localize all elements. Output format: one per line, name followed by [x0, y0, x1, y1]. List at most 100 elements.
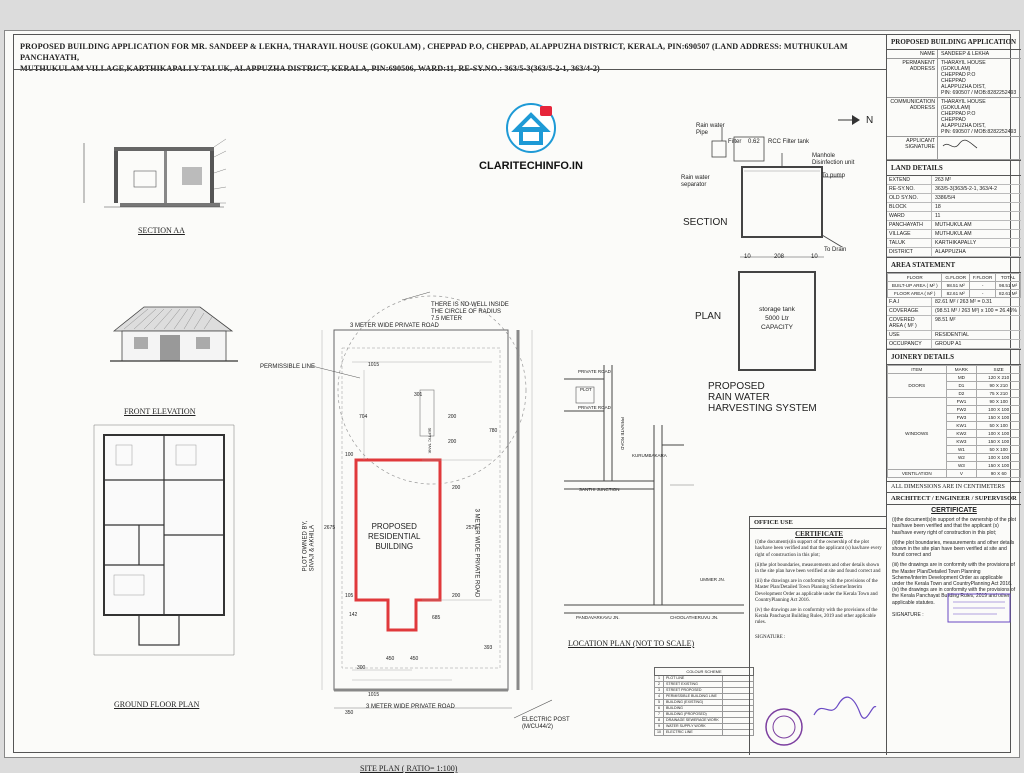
joinery-size: 120 X 210: [976, 373, 1021, 382]
dim-200-c: 200: [452, 485, 461, 491]
office-certificate: CERTIFICATE (i)the document(s)in support…: [755, 530, 883, 645]
joinery-size: 90 X 60: [976, 469, 1021, 478]
joinery-size: 150 X 100: [976, 437, 1021, 446]
joinery-size: 90 X 100: [976, 397, 1021, 406]
area-cell: BUILT-UP AREA ( M² ): [886, 281, 943, 290]
area-col-header: F.FLOOR: [968, 273, 997, 282]
colour-scheme-swatch: [722, 688, 753, 693]
dim-301: 301: [414, 392, 423, 398]
dim-208: 208: [774, 254, 785, 260]
road-top-label: 3 METER WIDE PRIVATE ROAD: [350, 323, 439, 329]
dim-142: 142: [349, 612, 358, 618]
land-value: ALAPPUZHA: [935, 249, 966, 255]
joinery-heading: JOINERY DETAILS: [887, 349, 1021, 365]
colour-scheme-index: 8: [655, 718, 664, 723]
area-cell: 98.51 M²: [995, 281, 1021, 290]
colour-scheme-label: BUILDING (PROPOSED): [666, 712, 707, 716]
dim-450-a: 450: [386, 656, 395, 662]
land-key: OLD SY.NO.: [887, 194, 932, 202]
joinery-mark: W1: [945, 445, 978, 454]
colour-scheme-index: 9: [655, 724, 664, 729]
area-cell: -: [968, 289, 997, 298]
to-drain-label: To Drain: [824, 247, 847, 253]
title-line-2: MUTHUKULAM VILLAGE,KARTHIKAPALLY TALUK, …: [20, 64, 600, 73]
santhi-junction-label: SANTHI JUNCTION: [579, 487, 620, 492]
dim-704: 704: [359, 414, 368, 420]
kurumbakara-label: KURUMBAKARA: [632, 453, 667, 458]
colour-scheme-index: 1: [655, 676, 664, 681]
land-value: MUTHUKULAM: [935, 222, 972, 228]
section-aa-label: SECTION AA: [138, 226, 185, 235]
private-road-b: PRIVATE ROAD: [578, 405, 611, 410]
colour-scheme-label: PERMISSIBLE BUILDING LINE: [666, 694, 717, 698]
office-cert-p4: (iv) the drawings are in conformity with…: [755, 608, 878, 626]
arch-cert-p2: (ii)the plot boundaries, measurements an…: [892, 539, 1015, 559]
colour-scheme-index: 7: [655, 712, 664, 717]
official-signature-icon: [813, 696, 877, 719]
joinery-mark: W3: [945, 461, 978, 470]
rcc-filter-label: RCC Filter tank: [768, 139, 810, 145]
area-cell: 82.61 M²: [941, 289, 970, 298]
joinery-size: 90 X 210: [976, 381, 1021, 390]
office-cert-p1: (i)the document(s)in support of the owne…: [755, 540, 882, 558]
ummer-jn-label: UMMER JN.: [700, 577, 725, 582]
location-plan-drawing: [564, 365, 744, 614]
dimensions-note: ALL DIMENSIONS ARE IN CENTIMETERS: [887, 481, 1021, 493]
north-label: N: [866, 115, 874, 126]
drawing-sheet: PROPOSED BUILDING APPLICATION FOR MR. SA…: [4, 30, 1021, 773]
dim-100: 100: [345, 452, 354, 458]
land-value: MUTHUKULAM: [935, 231, 972, 237]
well-radius-circle: [337, 295, 527, 485]
land-value: 263 M²: [935, 177, 952, 183]
dim-1015-top: 1015: [368, 362, 380, 368]
colour-scheme-label: STREET EXISTING: [666, 682, 698, 686]
section-aa-drawing: [83, 138, 227, 208]
land-key: WARD: [887, 212, 932, 220]
joinery-mark: D2: [945, 389, 978, 398]
joinery-size: 150 X 100: [976, 413, 1021, 422]
area-col-header: FLOOR: [886, 273, 943, 282]
colour-scheme-index: 10: [655, 730, 664, 735]
drawing-border: PROPOSED BUILDING APPLICATION FOR MR. SA…: [13, 34, 1021, 773]
dim-2575-right: 2575: [466, 525, 478, 531]
site-plan-drawing: [311, 291, 552, 719]
title-line-1: PROPOSED BUILDING APPLICATION FOR MR. SA…: [20, 42, 848, 62]
joinery-mark: FW2: [945, 405, 978, 414]
joinery-mark: V: [945, 469, 978, 478]
joinery-item: WINDOWS: [887, 397, 947, 470]
rwh-section-label: SECTION: [683, 217, 728, 228]
to-pump-label: To pump: [822, 173, 846, 179]
office-signature-label: SIGNATURE :: [755, 634, 786, 640]
land-key: EXTEND: [887, 176, 932, 184]
colour-scheme-swatch: [722, 700, 753, 705]
joinery-mark: KW2: [945, 429, 978, 438]
area-statement-heading: AREA STATEMENT: [887, 257, 1021, 273]
dim-393: 393: [484, 645, 493, 651]
land-key: TALUK: [887, 239, 932, 247]
joinery-size: 100 X 100: [976, 453, 1021, 462]
area-row: BUILT-UP AREA ( M² )98.51 M²-98.51 M²: [886, 281, 1021, 290]
dim-200-b: 200: [448, 439, 457, 445]
architect-heading: ARCHITECT / ENGINEER / SUPERVISOR: [887, 493, 1021, 505]
land-row: RE-SY.NO.363/5-3(363/5-2-1, 363/4-2: [887, 185, 1021, 194]
area-cell: 98.51 M²: [941, 281, 970, 290]
colour-scheme-label: ELECTRIC LINE: [666, 730, 693, 734]
area-col-header: TOTAL: [995, 273, 1021, 282]
plot-location: PLOT: [580, 387, 592, 392]
colour-scheme-swatch: [722, 694, 753, 699]
land-key: BLOCK: [887, 203, 932, 211]
